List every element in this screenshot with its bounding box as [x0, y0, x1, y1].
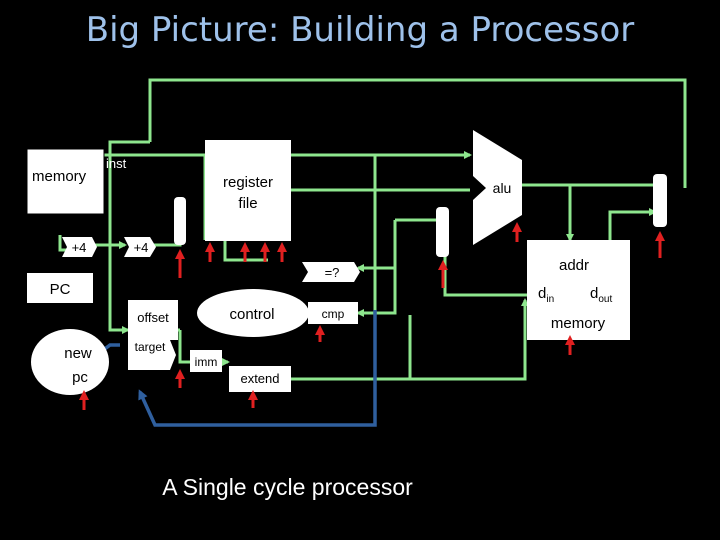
pc-register [27, 273, 93, 303]
label-control: control [229, 306, 274, 323]
label-dout: dout [590, 285, 612, 305]
slide-title: Big Picture: Building a Processor [85, 10, 635, 50]
label-pc: PC [50, 281, 71, 298]
control-signals [79, 222, 665, 410]
label-imm: imm [195, 355, 218, 369]
label-target: target [135, 340, 166, 354]
label-din: din [538, 285, 554, 305]
label-plus4-a: +4 [72, 240, 87, 255]
mux-3 [653, 174, 667, 227]
mux-2 [436, 207, 449, 257]
label-offset: offset [137, 310, 169, 325]
adder-plus4-b [124, 237, 156, 257]
label-pc-lower: pc [72, 369, 88, 386]
extend-box [229, 366, 291, 392]
label-inst: inst [106, 156, 127, 171]
target-adder [128, 340, 176, 370]
instruction-memory [26, 148, 105, 215]
label-new: new [64, 345, 92, 362]
label-memory-left: memory [32, 168, 87, 185]
imm-box [190, 350, 222, 372]
label-alu: alu [493, 180, 512, 196]
cmp-box [308, 302, 358, 324]
label-extend: extend [240, 371, 279, 386]
label-eq: =? [325, 265, 340, 280]
green-wires [58, 78, 687, 381]
new-pc [31, 329, 109, 395]
adder-plus4-a [62, 237, 97, 257]
alu-unit [473, 130, 522, 245]
equality-unit [302, 262, 360, 282]
register-file [205, 140, 291, 241]
label-plus4-b: +4 [134, 240, 149, 255]
label-addr: addr [559, 257, 589, 274]
control-unit [197, 289, 309, 337]
label-register: register [223, 174, 273, 191]
label-cmp: cmp [322, 307, 345, 321]
mux-1 [174, 197, 186, 245]
offset-box [128, 300, 178, 340]
data-memory [527, 240, 630, 340]
label-file: file [238, 195, 257, 212]
label-memory-right: memory [551, 315, 606, 332]
caption: A Single cycle processor [162, 474, 413, 500]
